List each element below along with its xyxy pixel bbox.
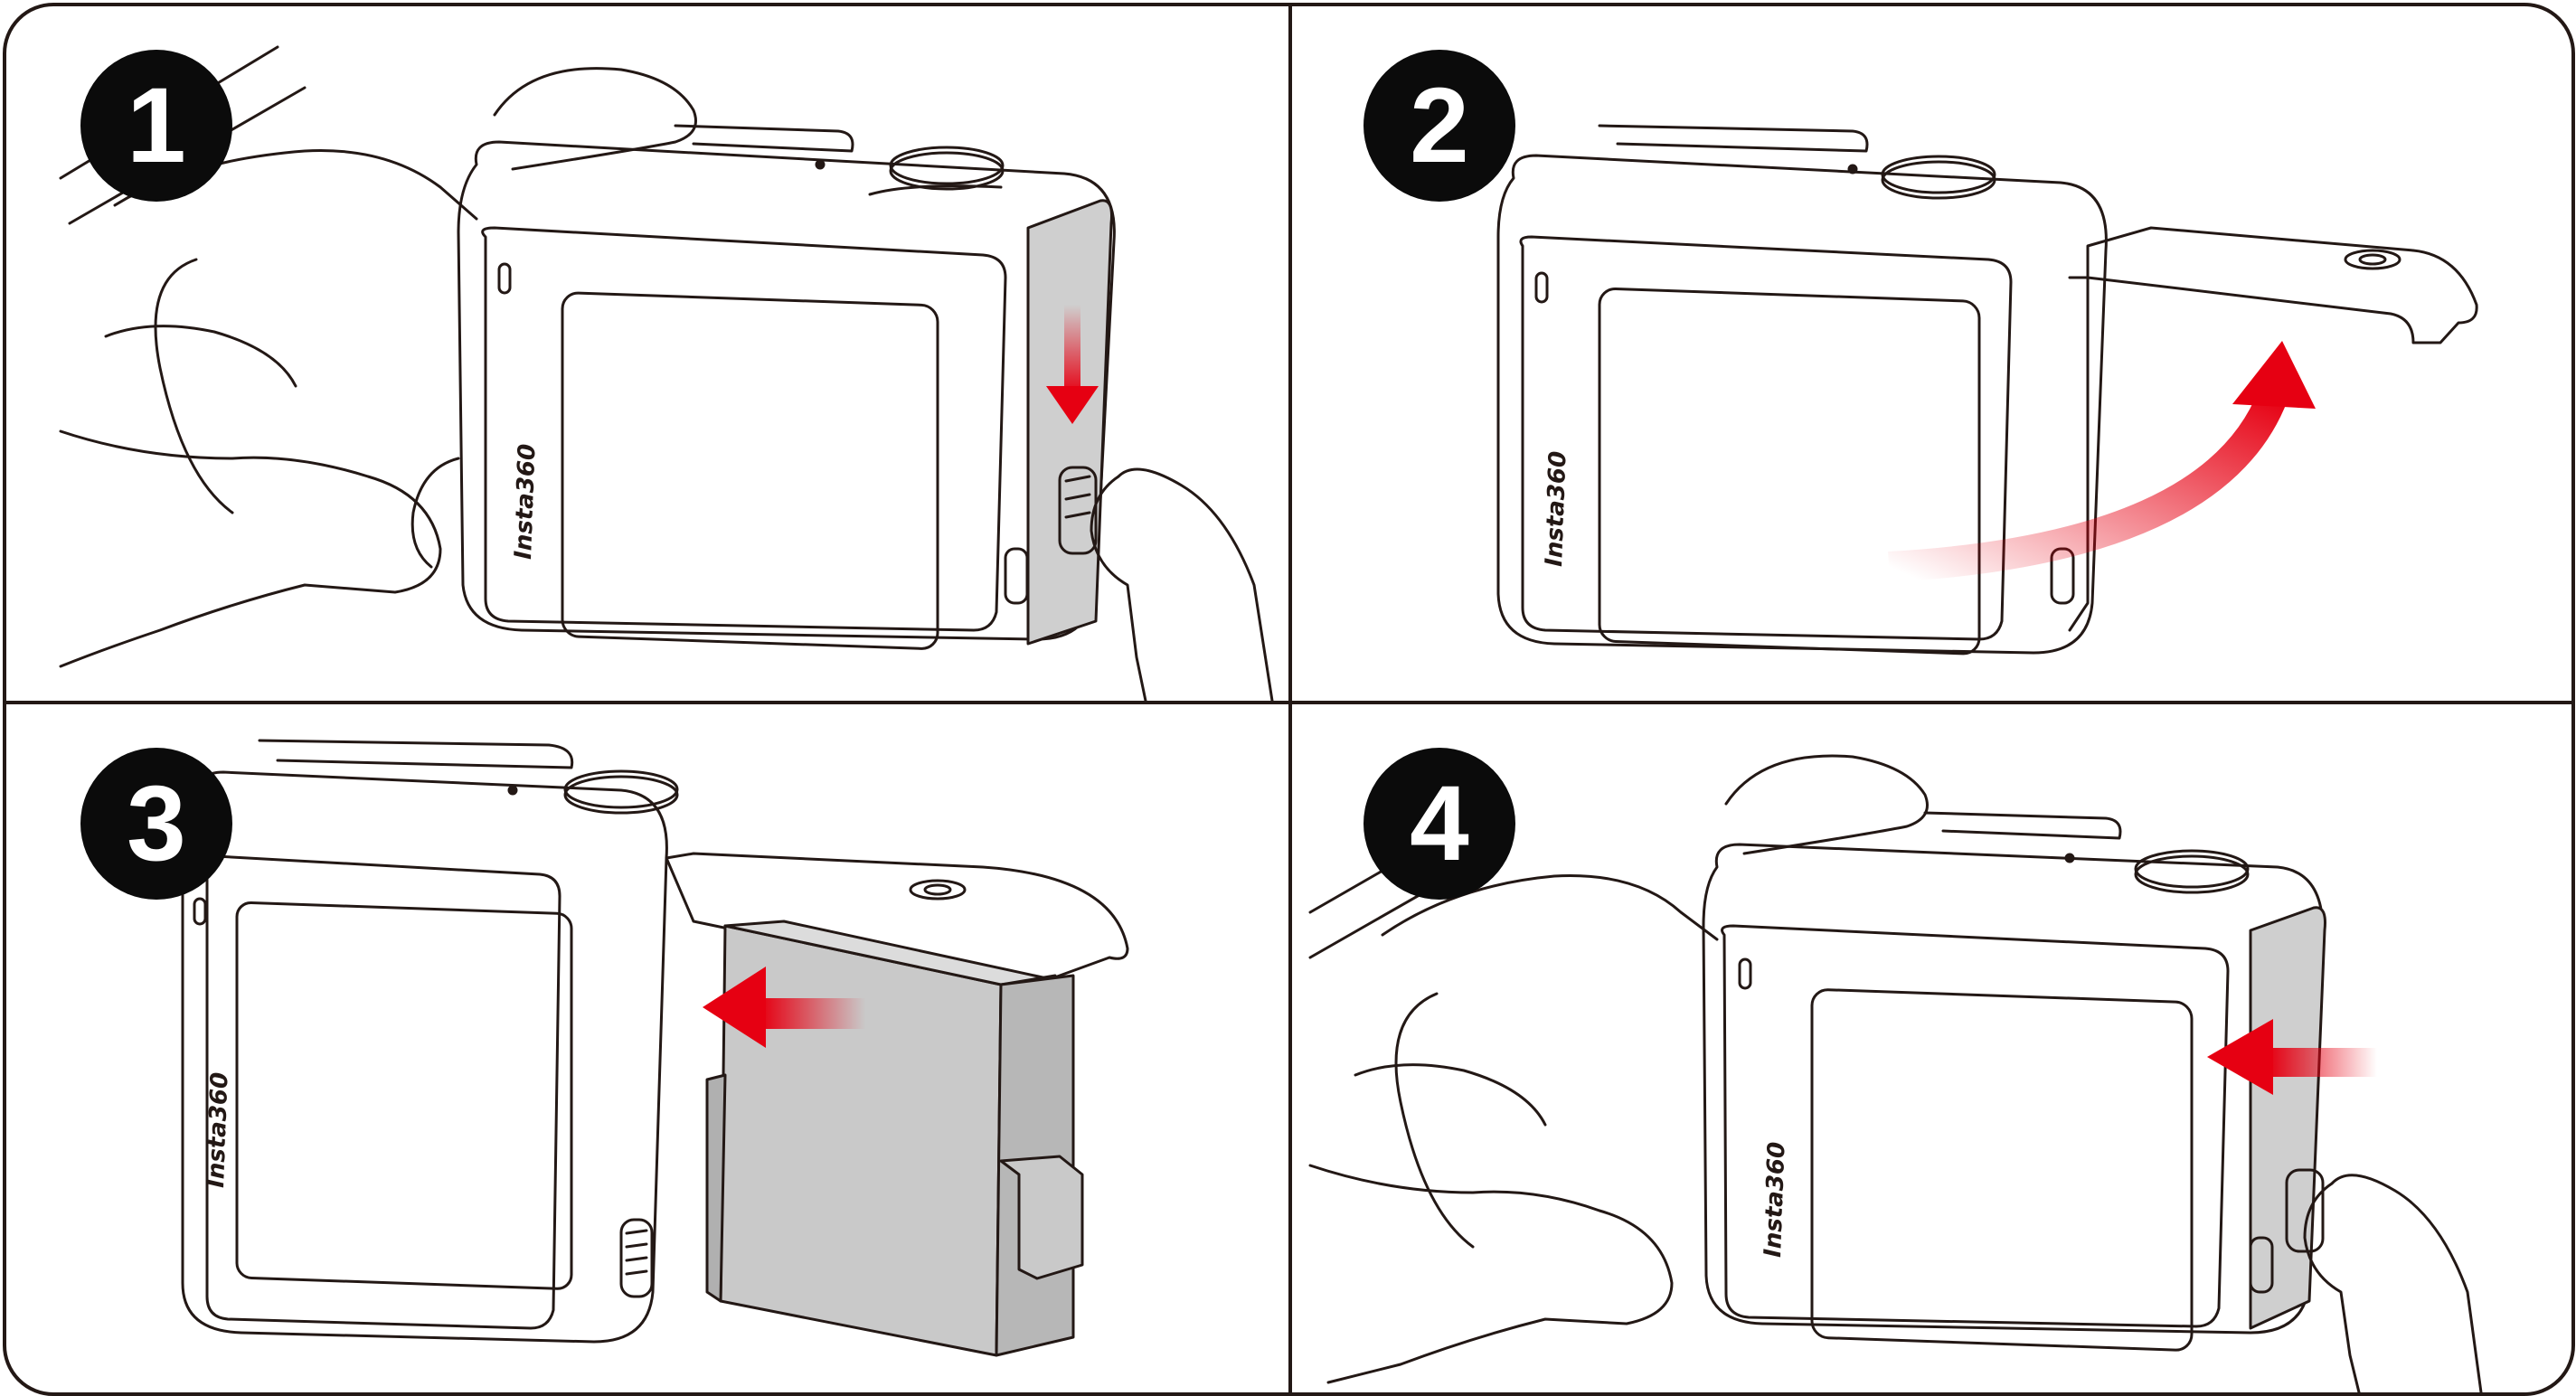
step-4-illustration: Insta360 [1308, 754, 2483, 1392]
shutter-button [889, 151, 1005, 191]
right-thumb [1117, 467, 1274, 701]
battery-door [2086, 226, 2478, 344]
camera-body [1496, 154, 2108, 655]
brand-label: Insta360 [1760, 1141, 1790, 1258]
camera-screen [1810, 988, 2194, 1352]
battery-door [665, 852, 1129, 995]
step-2-panel: Insta360 2 [1292, 6, 2571, 701]
step-3-illustration: Insta360 [181, 739, 1129, 1357]
shutter-button [2134, 854, 2250, 894]
panel-divider-horizontal [6, 701, 2571, 704]
arrow-left [703, 967, 865, 1048]
right-thumb [2330, 1174, 2483, 1392]
battery [705, 920, 1084, 1357]
camera-screen [235, 901, 573, 1290]
camera-screen [1598, 287, 1981, 656]
camera-body [457, 140, 1116, 641]
shutter-button [1881, 160, 1996, 200]
brand-label: Insta360 [1541, 450, 1571, 567]
arrow-down [1046, 305, 1099, 424]
step-1-panel: Insta360 1 [6, 6, 1288, 701]
step-2-illustration: Insta360 [1496, 124, 2478, 656]
step-3-badge: 3 [80, 748, 232, 900]
step-1-badge: 1 [80, 50, 232, 202]
instruction-frame: Insta360 1 [3, 3, 2575, 1396]
step-number: 1 [127, 66, 186, 185]
step-2-badge: 2 [1363, 50, 1515, 202]
brand-label: Insta360 [510, 443, 541, 560]
side-panel [1026, 199, 1113, 646]
camera-screen [561, 291, 939, 650]
arrow-up-curved [1888, 341, 2316, 582]
shutter-button [563, 775, 679, 815]
step-number: 2 [1410, 66, 1469, 185]
step-number: 4 [1410, 764, 1469, 883]
panel-divider-vertical [1288, 6, 1292, 1392]
step-3-panel: Insta360 3 [6, 704, 1288, 1392]
camera-body [1702, 843, 2325, 1335]
step-number: 3 [127, 764, 186, 883]
step-4-badge: 4 [1363, 748, 1515, 900]
arrow-left [2207, 1019, 2377, 1095]
brand-label: Insta360 [203, 1071, 233, 1188]
step-4-panel: Insta360 4 [1292, 704, 2571, 1392]
